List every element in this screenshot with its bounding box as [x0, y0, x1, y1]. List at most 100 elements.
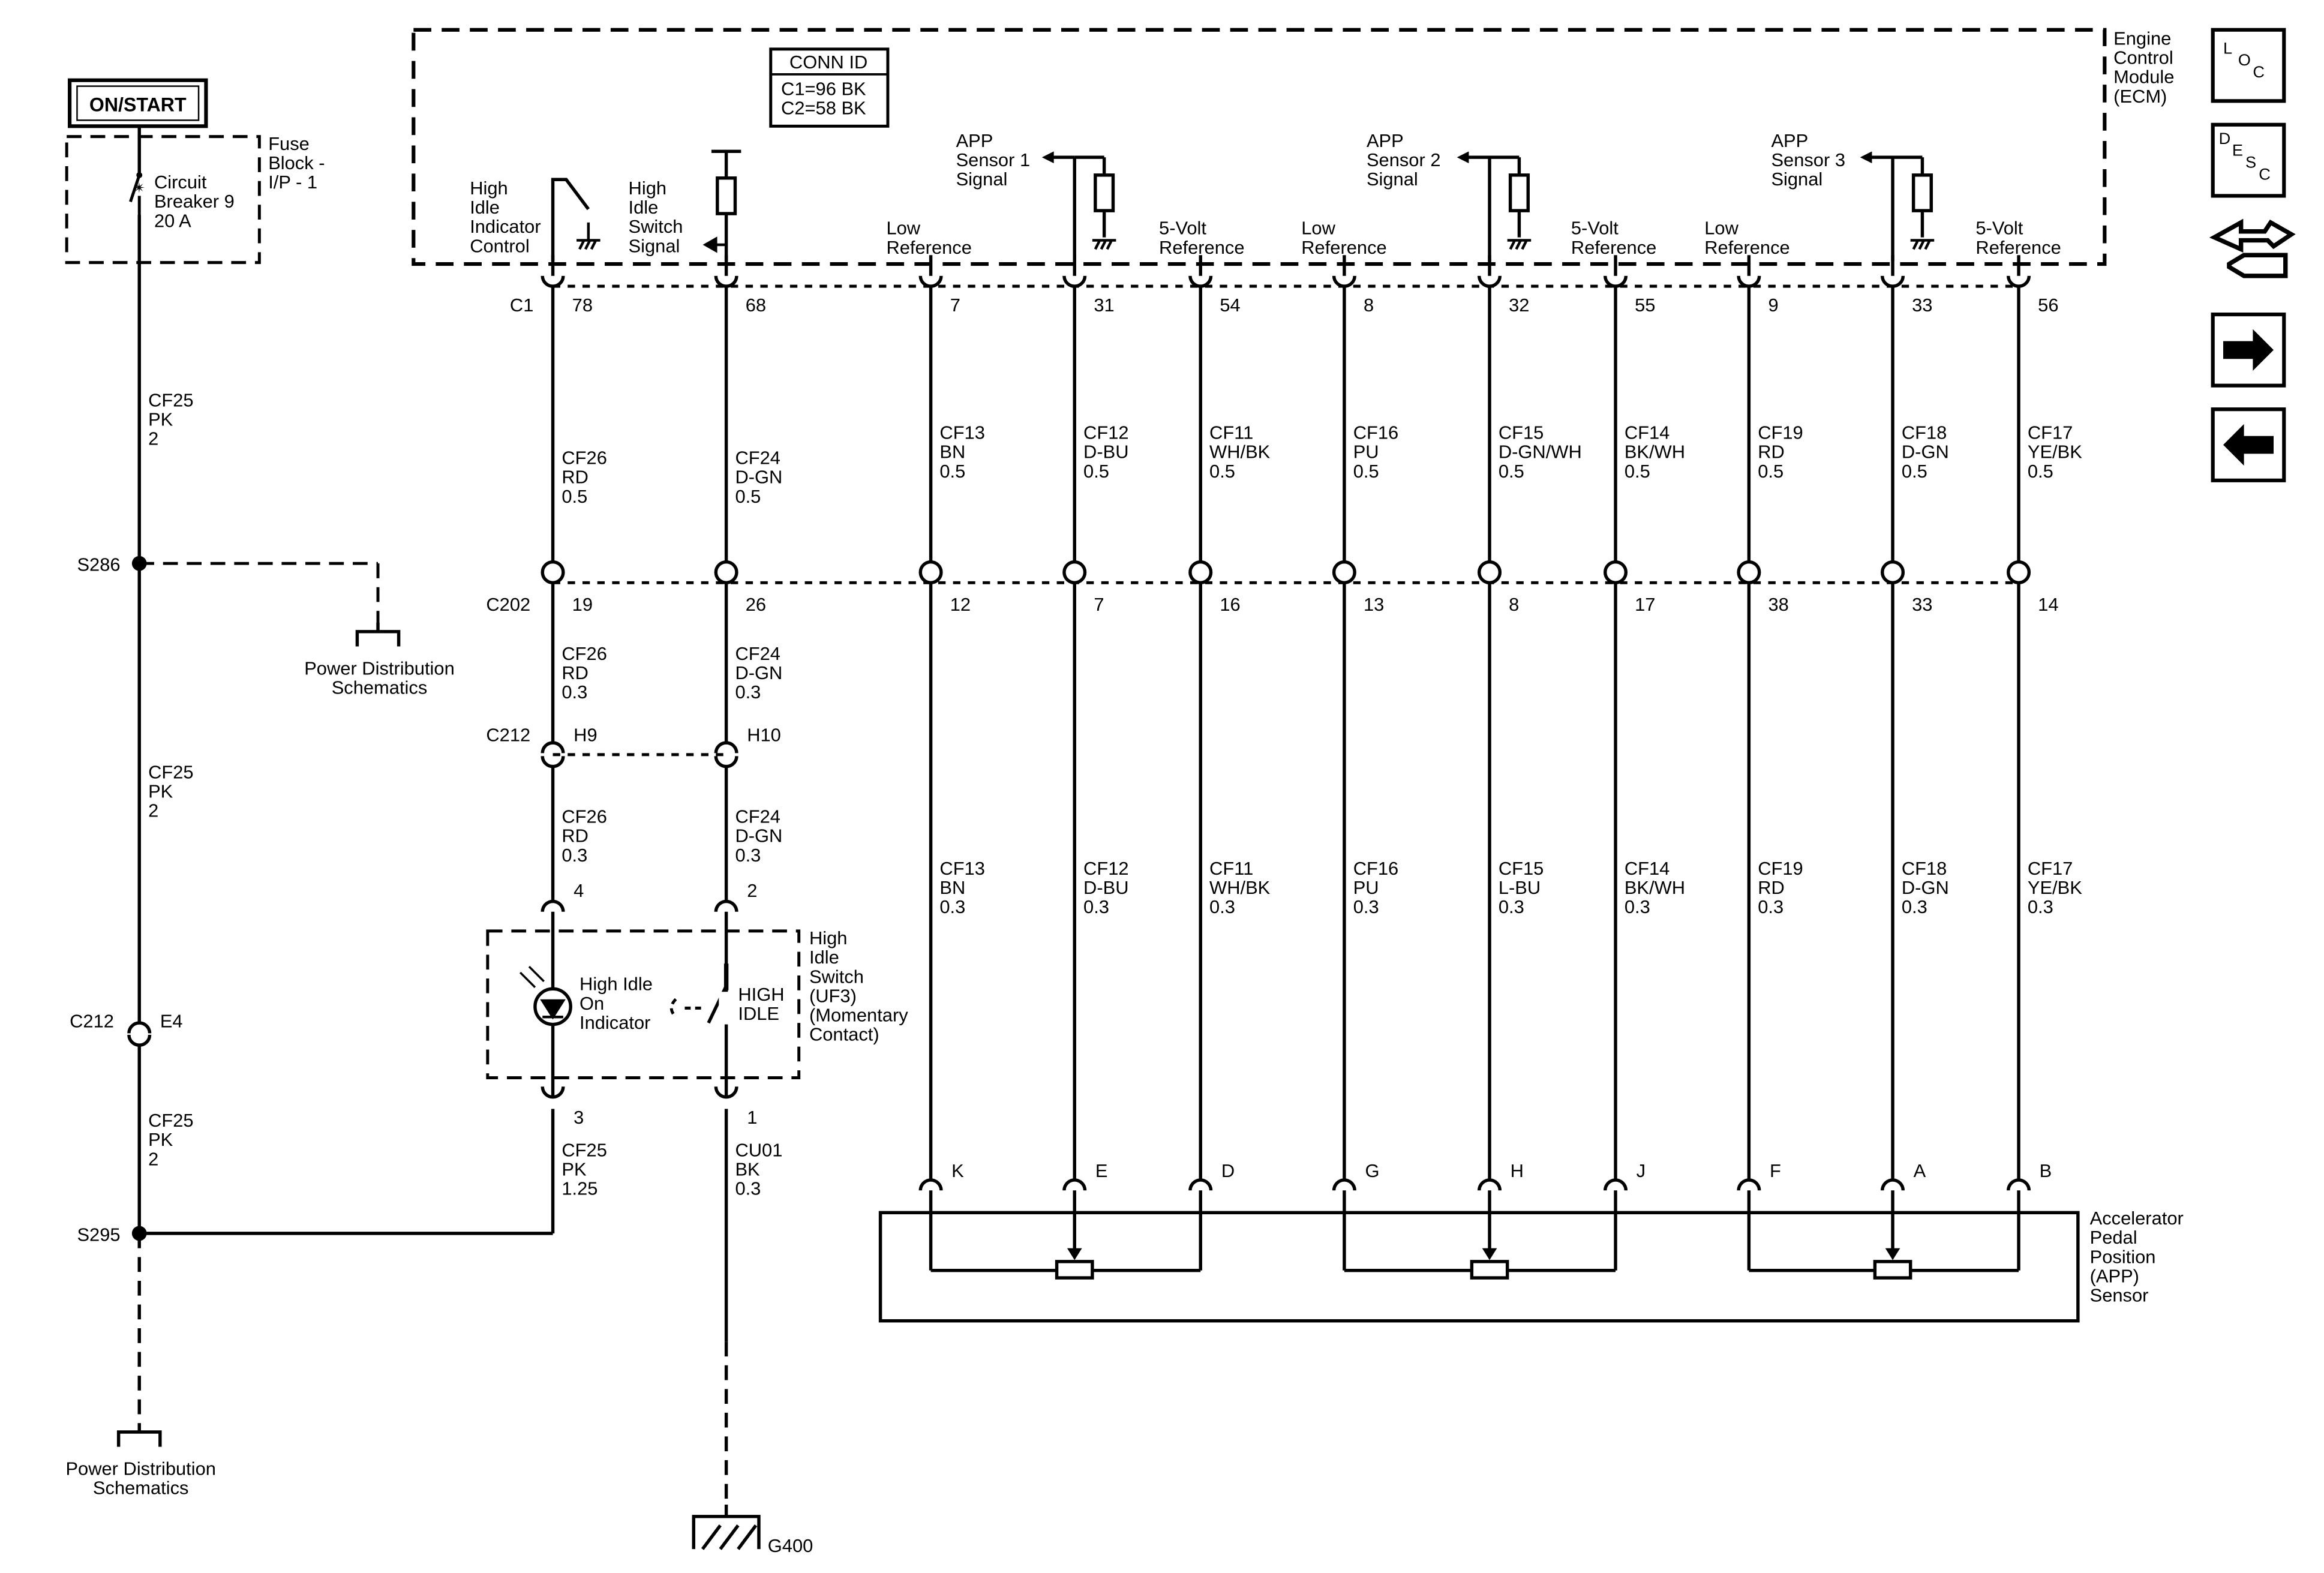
c202-terminal — [541, 560, 565, 573]
connector-lines — [127, 275, 2031, 1191]
wire-label-cf25-b-line: CF25 — [148, 761, 193, 782]
left-arrow-icon[interactable] — [2223, 424, 2274, 466]
fuse-block-title-line: Fuse — [268, 133, 310, 154]
c202-pin-13: 13 — [1364, 594, 1384, 615]
wire-label-CF18-b-line: CF18 — [1902, 858, 1947, 879]
hi-switch-signal-label-line: Idle — [629, 197, 659, 218]
switch-gap — [719, 992, 734, 1025]
c1-terminal — [1604, 275, 1628, 288]
c1-pin-7: 7 — [950, 295, 960, 316]
c212-label: C212 — [486, 725, 530, 746]
splice-s286-label: S286 — [77, 554, 120, 575]
ecm-input-label-4-line: Low — [1704, 218, 1739, 239]
app-pin-H: H — [1511, 1160, 1524, 1181]
wire-label-cf25-c-line: 2 — [148, 1148, 158, 1169]
wire-label-CF26-line: CF26 — [562, 448, 607, 469]
hi-indicator-control-label-line: High — [470, 178, 508, 199]
wire-label-CF26-b-line: 0.3 — [562, 682, 587, 703]
high-idle-switch-desc-line: (UF3) — [809, 985, 857, 1006]
hi-switch-signal-label-line: Signal — [629, 235, 680, 256]
c212-e4-terminal — [127, 1034, 152, 1047]
c1-terminal — [1062, 275, 1087, 288]
momentary-actuator — [669, 998, 706, 1018]
desc-button[interactable] — [2211, 122, 2286, 198]
c1-pin-9: 9 — [1768, 295, 1779, 316]
wiper-arrow-icon — [1482, 1248, 1497, 1260]
ecm-input-label-1-line: Reference — [1159, 237, 1244, 258]
ecm-title-line: Module — [2113, 67, 2174, 88]
wire-label-CF15-line: CF15 — [1499, 422, 1544, 443]
app-pin-A: A — [1914, 1160, 1926, 1181]
c202-pin-14: 14 — [2038, 594, 2058, 615]
wire-label-CF26-line: RD — [562, 467, 588, 488]
wire-label-CF17-b-line: 0.3 — [2028, 896, 2053, 917]
c202-terminal — [714, 560, 738, 573]
app-sensor-box — [878, 1211, 2080, 1323]
wire-label-CF25-d-line: CF25 — [562, 1139, 607, 1160]
c1-pin-32: 32 — [1509, 295, 1529, 316]
c212-terminal — [541, 741, 565, 754]
c202-terminal — [1188, 572, 1213, 584]
wire-label-CF24-c-line: CF24 — [735, 806, 780, 827]
app-signal-label-1-line: Signal — [956, 169, 1008, 190]
wire-label-CF12-line: CF12 — [1083, 422, 1129, 443]
high-idle-switch-desc-line: (Momentary — [809, 1005, 908, 1026]
conn-id-lines-line: C1=96 BK — [781, 78, 866, 99]
c202-terminal — [714, 572, 738, 584]
hi-indicator-control-label-line: Indicator — [470, 216, 541, 237]
loc-letter: C — [2253, 62, 2265, 81]
c202-terminal — [1062, 560, 1087, 573]
right-arrow-icon[interactable] — [2223, 329, 2274, 371]
loc-letter: O — [2238, 50, 2251, 69]
wire-label-CF24-line: 0.5 — [735, 486, 761, 507]
c202-terminal — [1881, 572, 1905, 584]
wire-label-CF14-line: CF14 — [1625, 422, 1670, 443]
ground-g400-symbol — [692, 1505, 761, 1550]
loc-button[interactable] — [2211, 28, 2286, 103]
switch-pin-3: 3 — [574, 1107, 584, 1128]
led-diode-icon — [540, 999, 566, 1020]
c212-label-left: C212 — [70, 1010, 114, 1031]
signal-arrow-icon — [1457, 151, 1469, 164]
wire-label-CF11-b-line: CF11 — [1209, 858, 1253, 879]
circuit-breaker-label-line: 20 A — [154, 210, 191, 231]
switch-terminal — [541, 1086, 565, 1099]
high-idle-switch-box — [486, 929, 801, 1079]
app-signal-label-1-line: APP — [956, 130, 993, 151]
ground-g400-label: G400 — [768, 1535, 813, 1556]
switch-terminal — [541, 899, 565, 912]
c202-label: C202 — [486, 594, 530, 615]
connector-end-view-icon[interactable] — [2209, 218, 2296, 278]
wire-label-CF17-b-line: YE/BK — [2028, 877, 2082, 898]
high-idle-switch-text-line: HIGH — [738, 984, 784, 1005]
app-signal-label-2-line: Signal — [1367, 169, 1418, 190]
c1-terminal — [714, 275, 738, 288]
wire-label-CF12-b-line: D-BU — [1083, 877, 1128, 898]
c202-pin-17: 17 — [1635, 594, 1655, 615]
app-pin-E: E — [1095, 1160, 1108, 1181]
signal-arrow-icon — [702, 236, 726, 253]
c202-pin-19: 19 — [572, 594, 593, 615]
power-dist-b-line: Power Distribution — [65, 1458, 216, 1479]
wire-label-cf25-a-line: PK — [148, 409, 173, 430]
wire-label-CF16-line: PU — [1353, 442, 1379, 463]
